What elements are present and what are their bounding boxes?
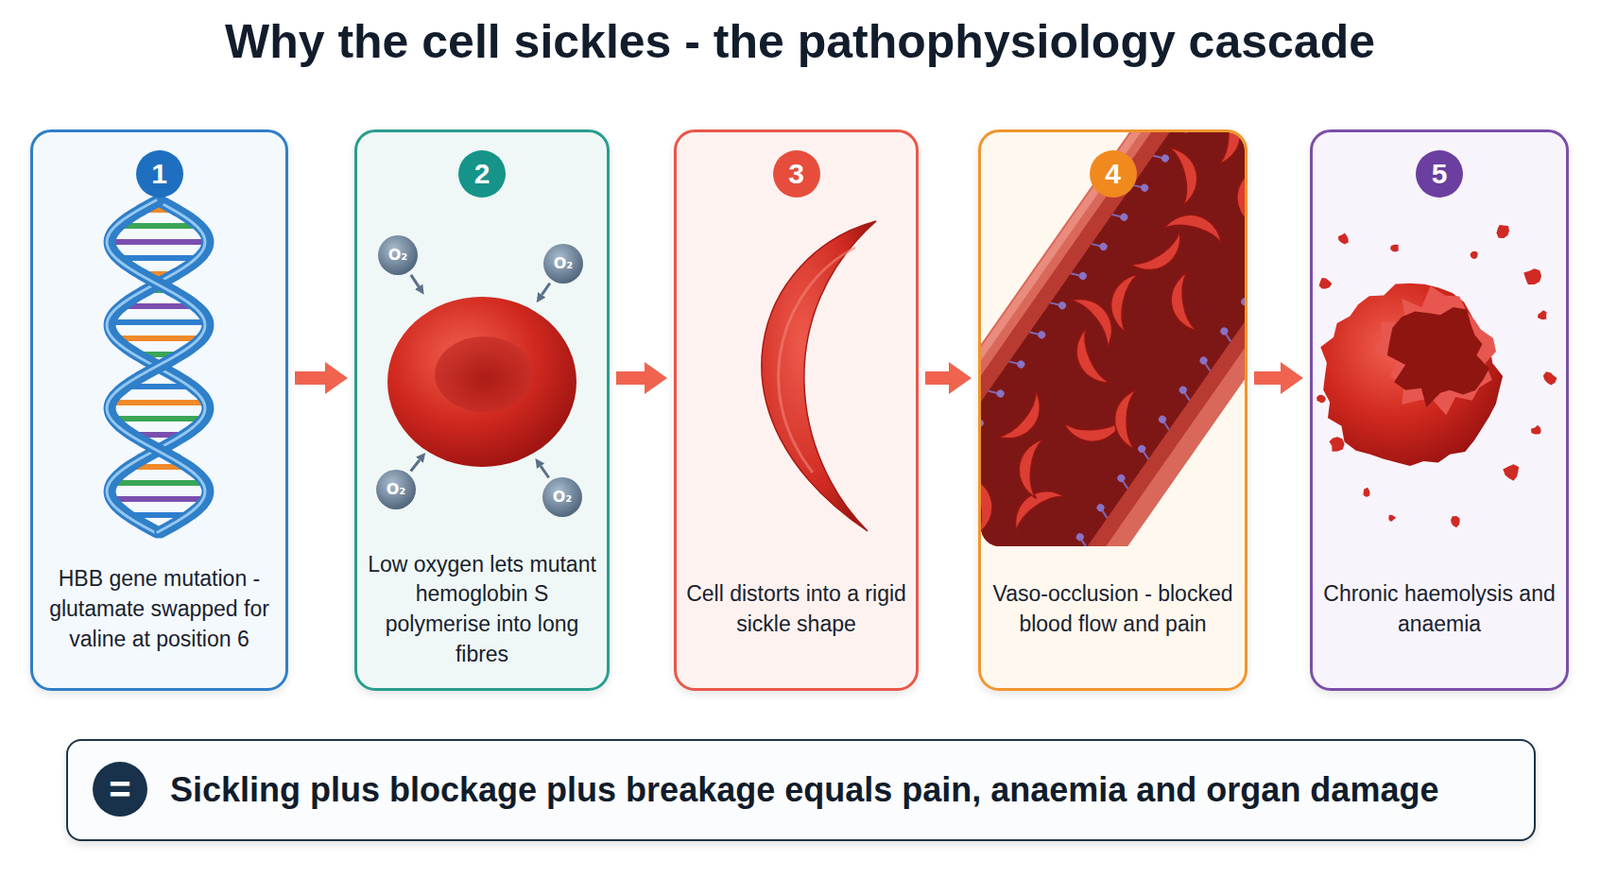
step-card: HBB gene mutation - glutamate swapped fo… — [30, 129, 289, 691]
step-description: Chronic haemolysis and anaemia — [1322, 579, 1557, 639]
summary-text: Sickling plus blockage plus breakage equ… — [170, 770, 1439, 810]
text-area: 5 — [1415, 150, 1463, 198]
ruptured-cell — [1316, 224, 1557, 528]
badge-symbol: 3 — [788, 159, 805, 189]
step-number-badge: 1 — [136, 150, 184, 198]
card-fill — [1309, 129, 1569, 691]
card-fill — [354, 129, 610, 691]
text-area: HBB gene mutation - glutamate swapped fo… — [42, 546, 276, 673]
summary-banner: Sickling plus blockage plus breakage equ… — [66, 739, 1536, 842]
text-area: 2 — [458, 150, 506, 198]
step-description: Cell distorts into a rigid sickle shape — [686, 579, 907, 639]
step-card: Vaso-occlusion - blocked blood flow and … — [978, 129, 1248, 691]
step-number-badge: 2 — [458, 150, 506, 198]
step-card: Cell distorts into a rigid sickle shape 3 — [673, 129, 919, 691]
red-blood-cell — [387, 296, 577, 467]
cascade-arrow — [616, 371, 645, 385]
cascade-arrow — [294, 371, 326, 385]
step-number-badge: 3 — [773, 150, 821, 198]
oxygen-molecule — [376, 460, 420, 510]
oxygen-label: O₂ — [377, 243, 419, 267]
step-description: Low oxygen lets mutant hemoglobin S poly… — [366, 550, 598, 671]
cascade-arrow — [1254, 371, 1281, 385]
badge-symbol: 4 — [1104, 159, 1121, 189]
dna-helix — [106, 200, 208, 533]
cascade-arrow — [925, 371, 949, 385]
card-fill — [30, 129, 289, 691]
text-area: 4 — [1089, 150, 1137, 198]
step-description: Vaso-occlusion - blocked blood flow and … — [990, 579, 1236, 639]
step-description: HBB gene mutation - glutamate swapped fo… — [42, 564, 276, 654]
badge-symbol: = — [108, 770, 131, 809]
text-area: = — [92, 761, 148, 817]
text-area: Cell distorts into a rigid sickle shape — [686, 546, 907, 673]
sickle-cell — [761, 221, 877, 532]
badge-symbol: 5 — [1431, 159, 1448, 189]
text-area: Low oxygen lets mutant hemoglobin S poly… — [366, 546, 598, 673]
card-fill — [673, 129, 919, 691]
step-card: Chronic haemolysis and anaemia 5 — [1309, 129, 1569, 691]
oxygen-molecule — [540, 465, 583, 517]
badge-symbol: 2 — [474, 159, 491, 189]
oxygen-label: O₂ — [375, 478, 417, 501]
badge-symbol: 1 — [151, 159, 168, 189]
diagram-title: Why the cell sickles - the pathophysiolo… — [0, 13, 1600, 70]
oxygen-molecule — [541, 243, 584, 295]
blood-vessel — [980, 132, 1245, 547]
text-area: Vaso-occlusion - blocked blood flow and … — [990, 546, 1236, 673]
step-number-badge: 4 — [1089, 150, 1137, 198]
text-area: Sickling plus blockage plus breakage equ… — [170, 740, 1521, 840]
oxygen-label: O₂ — [542, 252, 585, 276]
text-area: Chronic haemolysis and anaemia — [1322, 546, 1557, 673]
equals-badge: = — [92, 761, 148, 817]
text-area: 3 — [773, 150, 821, 198]
oxygen-molecule — [378, 235, 419, 287]
step-card: Low oxygen lets mutant hemoglobin S poly… — [354, 129, 610, 691]
oxygen-label: O₂ — [541, 485, 584, 509]
text-area: 1 — [136, 150, 184, 198]
step-number-badge: 5 — [1415, 150, 1463, 198]
